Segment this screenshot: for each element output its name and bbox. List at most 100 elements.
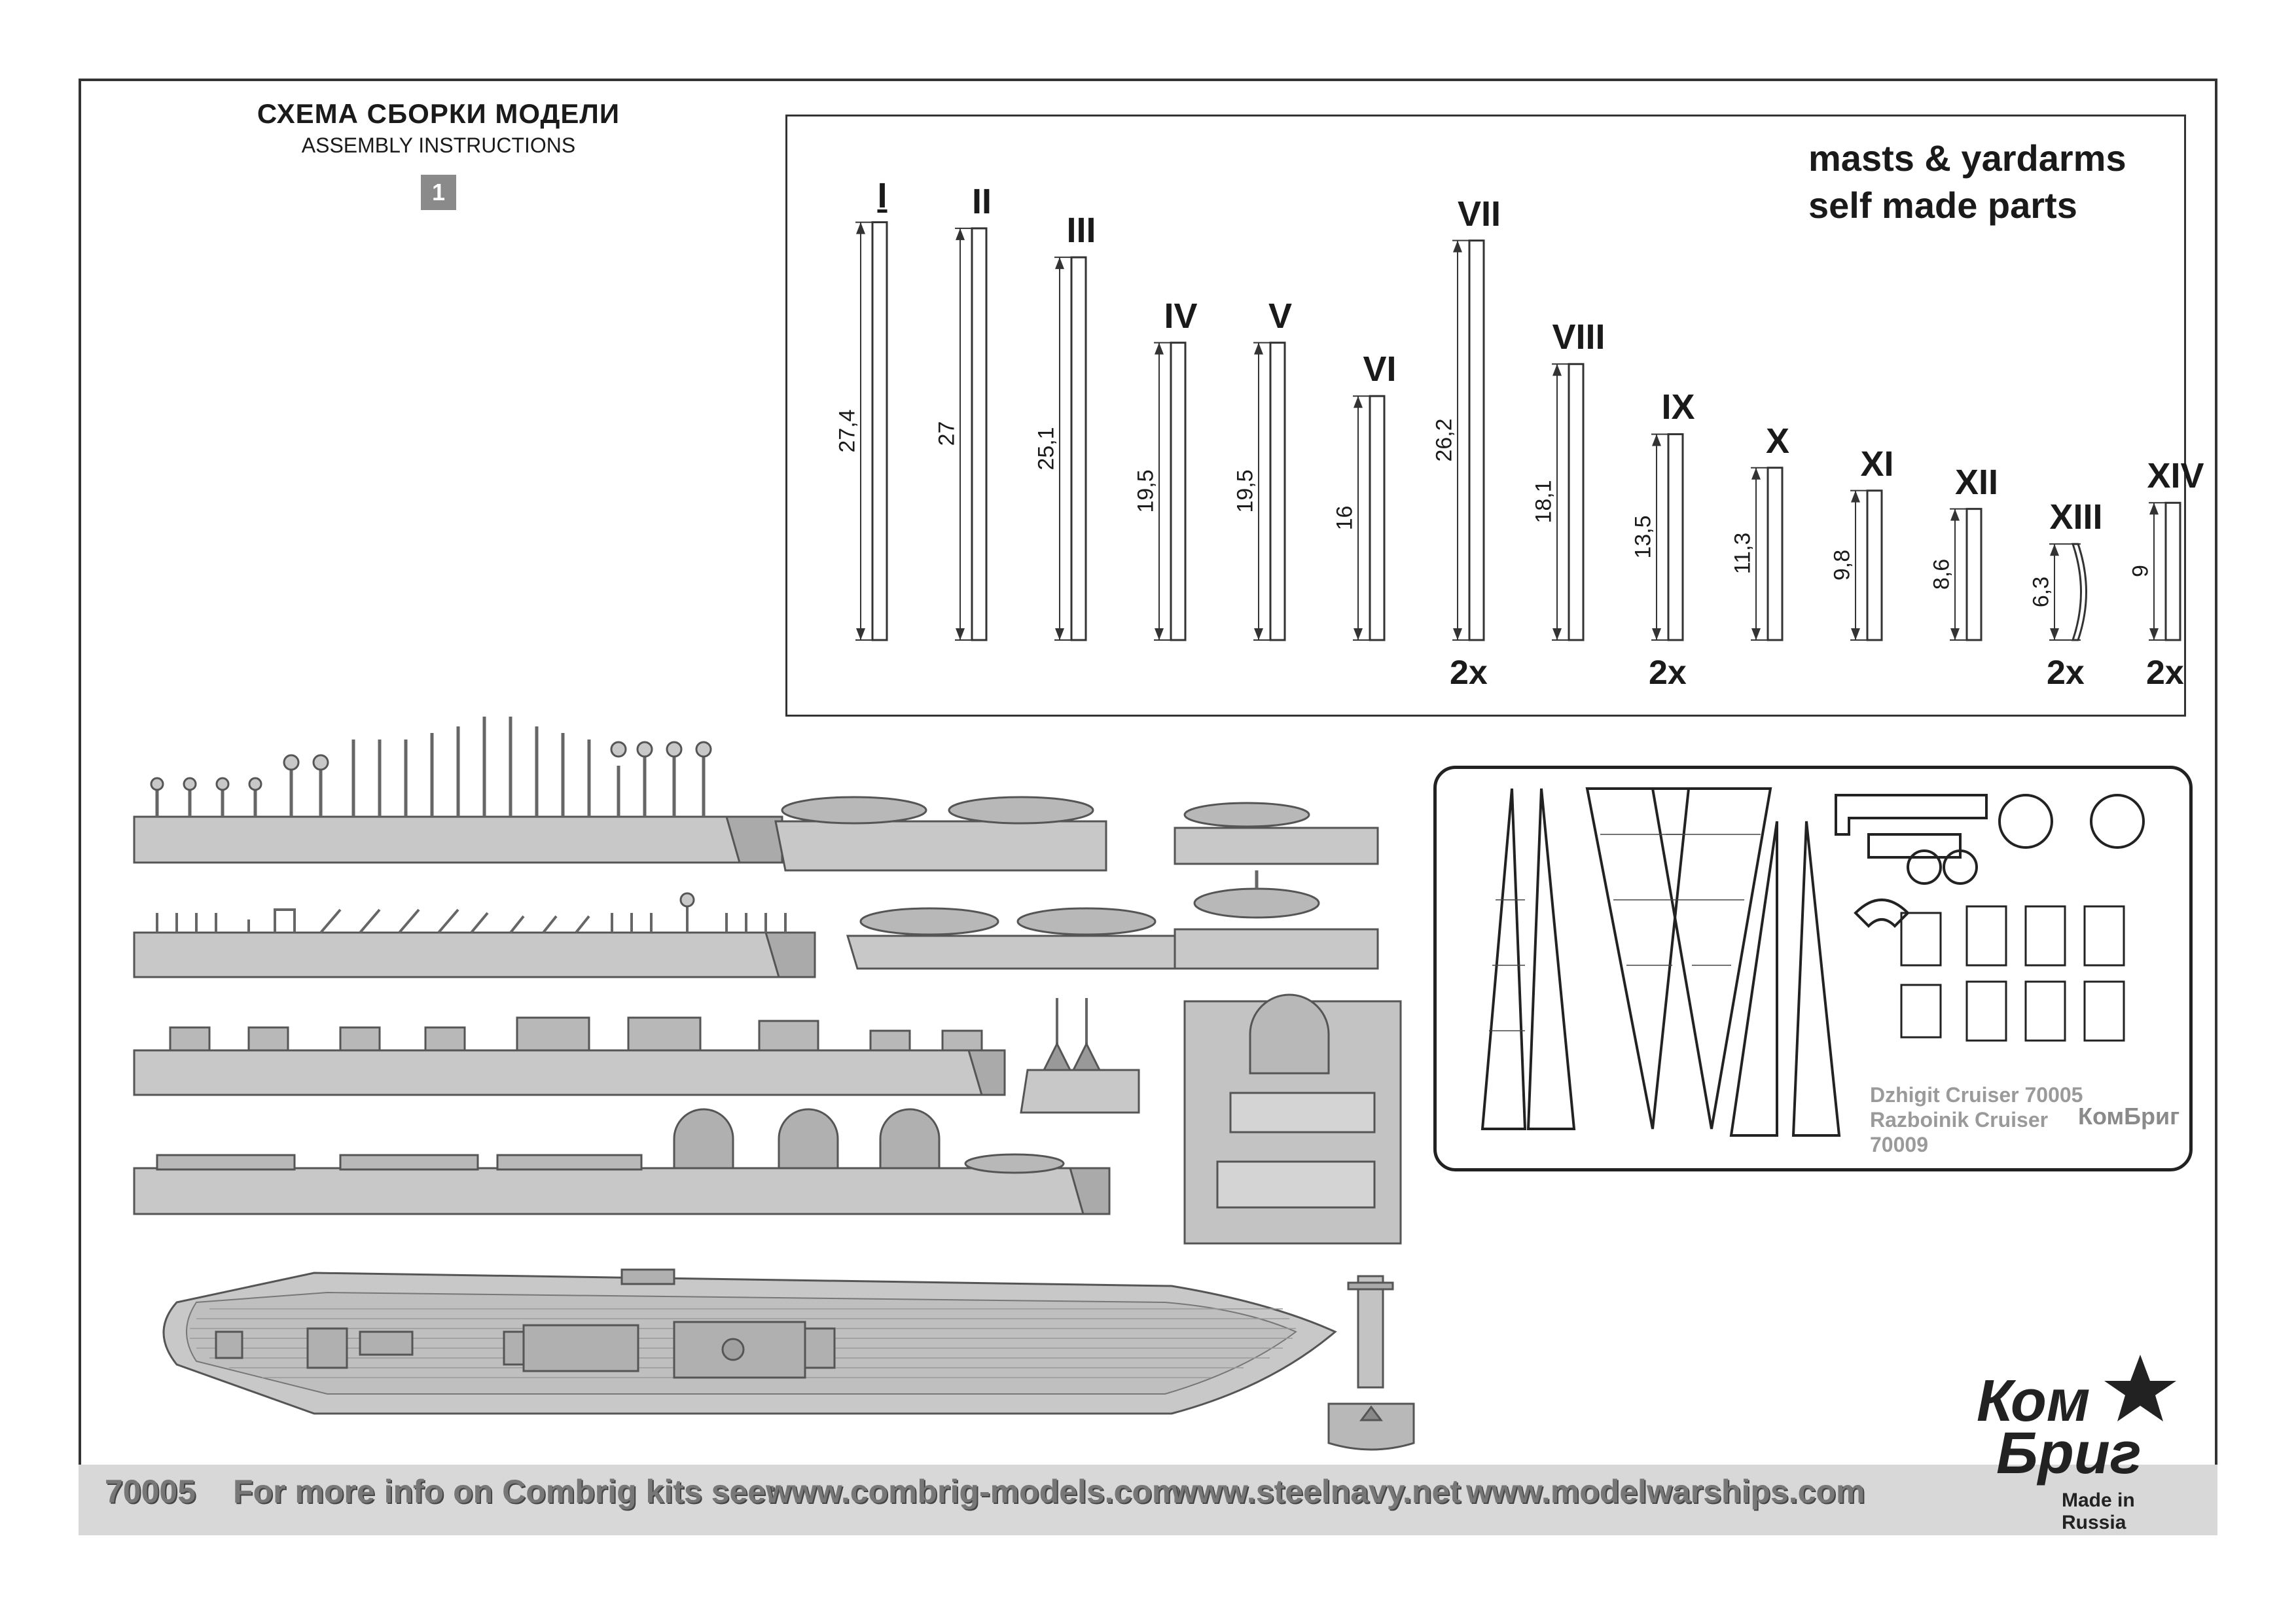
arrowhead (856, 628, 865, 640)
arrowhead (1254, 628, 1263, 640)
arrowhead (1851, 490, 1860, 503)
masts-diagram (855, 221, 2181, 641)
grating-part (1867, 833, 1962, 859)
part-number-v: V (1268, 296, 1293, 336)
arrowhead (1751, 467, 1761, 480)
quantity-label: 2x (1649, 654, 1687, 692)
footer-code: 70005 (105, 1473, 196, 1510)
arrowhead (2050, 544, 2059, 556)
mast-part-i (855, 221, 888, 641)
length-value: 9 (2128, 565, 2153, 578)
arrowhead (1751, 628, 1761, 640)
arrowhead (2050, 628, 2059, 640)
length-value: 11,3 (1730, 533, 1755, 575)
quantity-label: 2x (2146, 654, 2184, 692)
length-value: 16 (1332, 505, 1357, 531)
mast-bar (1866, 490, 1883, 641)
part-number-ix: IX (1661, 387, 1695, 427)
quantity-label: 2x (1450, 654, 1488, 692)
made-in-russia: Made in Russia (2062, 1489, 2135, 1533)
mast-part-xiv (2149, 501, 2181, 641)
mast-bar (1269, 342, 1286, 641)
length-value: 25,1 (1033, 426, 1059, 471)
arrowhead (1055, 257, 1064, 270)
arrowhead (1652, 628, 1661, 640)
arrowhead (1155, 342, 1164, 355)
mast-part-ix (1651, 433, 1684, 641)
wheel-1 (1907, 849, 1942, 885)
masts-yardarms-panel: masts & yardarms self made parts I 27,4 II… (785, 115, 2204, 717)
crest-2 (2090, 794, 2145, 849)
ratline-2 (1526, 788, 1576, 1130)
masts-title-line2: self made parts (1808, 185, 2077, 226)
ratline-4 (1651, 787, 1772, 1130)
ratline-5 (1729, 821, 1778, 1137)
arrowhead (856, 222, 865, 234)
photo-etch-fret: Dzhigit Cruiser 70005 Razboinik Cruiser … (1433, 766, 2193, 1171)
length-value: 27 (934, 421, 960, 446)
mast-bar (1170, 342, 1187, 641)
arrowhead (1453, 240, 1462, 253)
length-value: 18,1 (1531, 480, 1556, 524)
mast-part-xiii (2049, 543, 2087, 641)
masts-panel-title: masts & yardarms self made parts (1808, 135, 2126, 229)
length-value: 8,6 (1929, 558, 1954, 590)
footer-link-modelwarships[interactable]: www.modelwarships.com (1466, 1473, 1865, 1510)
ratline-1 (1480, 788, 1527, 1130)
arrowhead (2149, 503, 2159, 515)
mast-bar (871, 221, 888, 641)
mast-part-iii (1054, 256, 1087, 641)
footer-bar: 70005 For more info on Combrig kits see:… (79, 1465, 2217, 1535)
ratline-6 (1791, 821, 1841, 1137)
arrowhead (1354, 396, 1363, 408)
title-english: ASSEMBLY INSTRUCTIONS (301, 134, 576, 157)
arrowhead (956, 228, 965, 240)
part-number-vi: VI (1363, 349, 1397, 389)
part-number-ii: II (971, 181, 992, 221)
mast-bar (2071, 543, 2087, 641)
footer-link-steelnavy[interactable]: www.steelnavy.net (1172, 1473, 1461, 1510)
part-number-xii: XII (1954, 462, 1999, 502)
logo-line2: Бриг (1996, 1421, 2142, 1486)
arrowhead (1652, 434, 1661, 446)
mast-part-xii (1950, 508, 1982, 641)
part-number-i: I (877, 175, 888, 215)
part-number-xiii: XIII (2049, 497, 2103, 537)
arrowhead (1950, 508, 1960, 521)
arrowhead (1254, 342, 1263, 355)
length-value: 27,4 (834, 409, 860, 453)
mast-bar (1468, 240, 1485, 641)
length-value: 19,5 (1133, 469, 1158, 513)
page-frame (79, 79, 2217, 1479)
footer-link-combrig[interactable]: www.combrig-models.com (766, 1473, 1181, 1510)
masts-title-line1: masts & yardarms (1808, 137, 2126, 179)
footer-info: For more info on Combrig kits see: (233, 1473, 777, 1510)
mast-bar (1568, 363, 1585, 641)
length-value: 19,5 (1232, 469, 1258, 513)
arrowhead (1552, 364, 1562, 376)
arrowhead (1851, 628, 1860, 640)
part-number-iii: III (1066, 211, 1096, 251)
arrowhead (1453, 628, 1462, 640)
kombrig-logo: Ком Бриг Made in Russia (1964, 1335, 2199, 1533)
fret-label-line1: Dzhigit Cruiser 70005 (1870, 1083, 2083, 1107)
part-number-x: X (1765, 421, 1790, 461)
part-number-viii: VIII (1552, 317, 1605, 357)
mast-part-ii (955, 227, 988, 641)
step-number-badge: 1 (421, 175, 456, 210)
part-number-iv: IV (1164, 296, 1198, 336)
part-number-vii: VII (1457, 194, 1501, 234)
arrowhead (1055, 628, 1064, 640)
mast-part-viii (1552, 363, 1585, 641)
length-value: 6,3 (2028, 576, 2054, 607)
mast-part-vii (1452, 240, 1485, 641)
mast-bar (1667, 433, 1684, 641)
ratline-3 (1585, 787, 1691, 1130)
length-value: 9,8 (1829, 549, 1855, 580)
title-russian: СХЕМА СБОРКИ МОДЕЛИ (257, 98, 620, 129)
mast-bar (1070, 256, 1087, 641)
mast-bar (1965, 508, 1982, 641)
quantity-label: 2x (2047, 654, 2085, 692)
crest-1 (1998, 794, 2053, 849)
logo-line1: Ком (1977, 1368, 2090, 1434)
